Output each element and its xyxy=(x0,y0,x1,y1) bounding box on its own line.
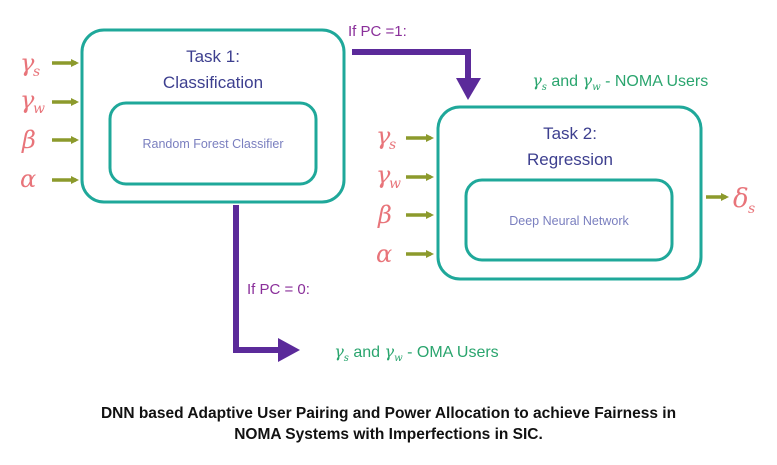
alpha-symbol: α xyxy=(20,165,36,193)
branch-noma-label: γs and γw - NOMA Users xyxy=(510,71,722,93)
gamma-subscript: s xyxy=(542,82,547,93)
gamma-subscript: w xyxy=(389,176,401,192)
figure-caption: DNN based Adaptive User Pairing and Powe… xyxy=(0,403,777,445)
task2-model-label: Deep Neural Network xyxy=(509,214,629,228)
task2-title-line1: Task 2: xyxy=(543,124,597,143)
gamma-subscript: w xyxy=(33,101,45,117)
gamma-symbol: γ xyxy=(376,122,391,150)
task2-output-delta-s: δ s xyxy=(706,184,755,217)
gamma-symbol: γ xyxy=(385,342,395,361)
task1-model-box xyxy=(108,101,318,186)
noma-users-text: - NOMA Users xyxy=(601,73,709,90)
task1-box xyxy=(80,28,346,204)
oma-arrowhead-icon xyxy=(278,338,300,362)
task2-title-line2: Regression xyxy=(527,150,613,169)
task2-input-beta: β xyxy=(377,201,434,229)
oma-users-text: - OMA Users xyxy=(403,344,499,361)
task2-box xyxy=(436,105,703,281)
gamma-subscript: w xyxy=(394,353,403,364)
noma-arrowhead-icon xyxy=(456,78,481,100)
and-text: and xyxy=(547,73,583,90)
task2-input-gamma-s: γ s xyxy=(376,122,434,153)
task1-title-line2: Classification xyxy=(163,73,263,92)
branch-oma-condition: If PC = 0: xyxy=(247,281,310,298)
task1-input-gamma-w: γ w xyxy=(20,86,79,117)
gamma-symbol: γ xyxy=(376,161,391,189)
gamma-symbol: γ xyxy=(20,86,35,114)
branch-noma-condition: If PC =1: xyxy=(348,23,407,40)
oma-flow-arrow xyxy=(233,205,280,353)
delta-symbol: δ xyxy=(733,184,749,214)
alpha-symbol: α xyxy=(376,240,392,268)
branch-oma-label: γs and γw - OMA Users xyxy=(312,342,512,364)
caption-line-1: DNN based Adaptive User Pairing and Powe… xyxy=(100,405,677,422)
beta-symbol: β xyxy=(377,201,392,229)
gamma-subscript: w xyxy=(592,82,601,93)
task2-model-box xyxy=(464,178,674,262)
gamma-subscript: s xyxy=(389,137,396,153)
noma-flow-arrow xyxy=(352,49,471,80)
gamma-symbol: γ xyxy=(334,342,344,361)
task1-model-label: Random Forest Classifier xyxy=(142,137,283,151)
gamma-subscript: s xyxy=(344,353,349,364)
gamma-symbol: γ xyxy=(583,71,593,90)
gamma-subscript: s xyxy=(33,64,40,80)
task2-input-alpha: α xyxy=(376,240,434,268)
task1-input-beta: β xyxy=(21,126,79,154)
gamma-symbol: γ xyxy=(532,71,542,90)
delta-subscript: s xyxy=(748,201,755,217)
task1-input-alpha: α xyxy=(20,165,79,193)
caption-line-2: NOMA Systems with Imperfections in SIC. xyxy=(234,426,543,443)
task1-input-gamma-s: γ s xyxy=(20,49,79,80)
gamma-symbol: γ xyxy=(20,49,35,77)
and-text: and xyxy=(349,344,385,361)
task1-title-line1: Task 1: xyxy=(186,47,240,66)
beta-symbol: β xyxy=(21,126,36,154)
task2-input-gamma-w: γ w xyxy=(376,161,434,192)
